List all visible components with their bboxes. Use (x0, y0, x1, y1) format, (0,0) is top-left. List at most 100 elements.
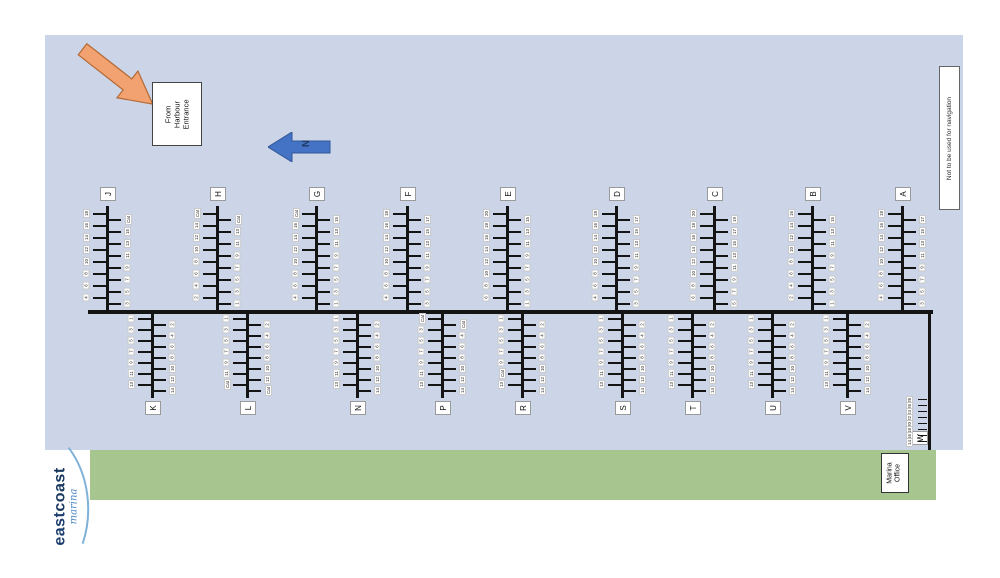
berth-number: 7 (497, 347, 505, 356)
berth-stub (508, 362, 521, 364)
berth-stub (833, 351, 846, 353)
logo-wordmark: eastcoast (51, 466, 69, 546)
berth-number: 12 (539, 374, 547, 385)
berth-stub (773, 357, 786, 359)
berth-number: 2 (863, 320, 871, 329)
berth-number: 4 (82, 293, 90, 302)
berth-number: 13 (598, 379, 606, 390)
berth-number: 3 (822, 325, 830, 334)
berth-number: 3 (222, 325, 230, 334)
berth-number: 6 (382, 281, 390, 290)
berth-stub (918, 429, 927, 431)
berth-stub (443, 390, 456, 392)
berth-number: Cat (224, 378, 232, 391)
berth-number: 2 (373, 320, 381, 329)
berth-number: 5 (497, 336, 505, 345)
berth-stub (813, 255, 826, 257)
berth-stub (813, 243, 826, 245)
berth-number: 8 (82, 269, 90, 278)
berth-number: 8 (291, 269, 299, 278)
berth-number: 8 (538, 353, 546, 362)
berth-stub (93, 213, 106, 215)
berth-stub (203, 249, 216, 251)
berth-stub (248, 324, 261, 326)
berth-number: 2 (263, 320, 271, 329)
berth-number: 15 (829, 214, 837, 225)
berth-stub (700, 213, 713, 215)
berth-stub (153, 379, 166, 381)
berth-stub (903, 255, 916, 257)
berth-number: 4 (458, 331, 466, 340)
berth-stub (393, 237, 406, 239)
pier-line (355, 312, 359, 398)
berth-number: 9 (822, 358, 830, 367)
berth-number: 13 (498, 379, 506, 390)
berth-number: 3 (918, 299, 926, 308)
berth-stub (798, 225, 811, 227)
berth-stub (903, 267, 916, 269)
berth-stub (317, 255, 330, 257)
berth-stub (108, 303, 121, 305)
berth-number: Cat (419, 312, 427, 325)
berth-stub (428, 340, 441, 342)
berth-number: Cat (460, 318, 468, 331)
berth-stub (218, 303, 231, 305)
berth-number: 10 (483, 268, 491, 279)
berth-stub (428, 318, 441, 320)
berth-stub (248, 357, 261, 359)
berth-stub (918, 405, 927, 407)
berth-stub (508, 373, 521, 375)
berth-stub (813, 303, 826, 305)
berth-number: 14 (193, 220, 201, 231)
berth-number: 8 (863, 353, 871, 362)
berth-number: 14 (374, 385, 382, 396)
berth-number: 3 (828, 287, 836, 296)
berth-number: 1 (332, 299, 340, 308)
berth-stub (678, 318, 691, 320)
berth-number: 10 (459, 363, 467, 374)
berth-number: 18 (878, 208, 886, 219)
berth-number: 7 (233, 263, 241, 272)
berth-stub (833, 340, 846, 342)
berth-stub (508, 219, 521, 221)
berth-number: 6 (192, 269, 200, 278)
berth-number: 12 (592, 244, 600, 255)
berth-number: 13 (124, 238, 132, 249)
berth-number: 10 (788, 244, 796, 255)
berth-stub (493, 285, 506, 287)
berth-number: 5 (918, 287, 926, 296)
berth-number: 16 (788, 208, 796, 219)
berth-number: 10 (709, 363, 717, 374)
berth-stub (408, 231, 421, 233)
berth-stub (758, 373, 771, 375)
berth-stub (108, 231, 121, 233)
pier-label: A (895, 187, 911, 201)
berth-number: 9 (747, 358, 755, 367)
berth-stub (773, 390, 786, 392)
berth-stub (888, 249, 901, 251)
berth-stub (93, 249, 106, 251)
berth-number: 13 (234, 226, 242, 237)
berth-number: 6 (373, 342, 381, 351)
berth-number: 20 (690, 208, 698, 219)
berth-stub (317, 267, 330, 269)
berth-number: 13 (524, 226, 532, 237)
berth-stub (700, 225, 713, 227)
pier-label: S (615, 401, 631, 415)
berth-number: 1 (822, 314, 830, 323)
berth-number: 8 (382, 269, 390, 278)
berth-number: 3 (497, 325, 505, 334)
berth-number: 12 (459, 374, 467, 385)
berth-stub (678, 373, 691, 375)
berth-stub (508, 351, 521, 353)
berth-stub (758, 318, 771, 320)
berth-number: 1 (127, 314, 135, 323)
berth-stub (218, 219, 231, 221)
berth-number: 8 (788, 353, 796, 362)
berth-number: 12 (169, 374, 177, 385)
berth-number: 15 (633, 226, 641, 237)
berth-stub (343, 373, 356, 375)
berth-number: 3 (523, 287, 531, 296)
berth-stub (317, 231, 330, 233)
